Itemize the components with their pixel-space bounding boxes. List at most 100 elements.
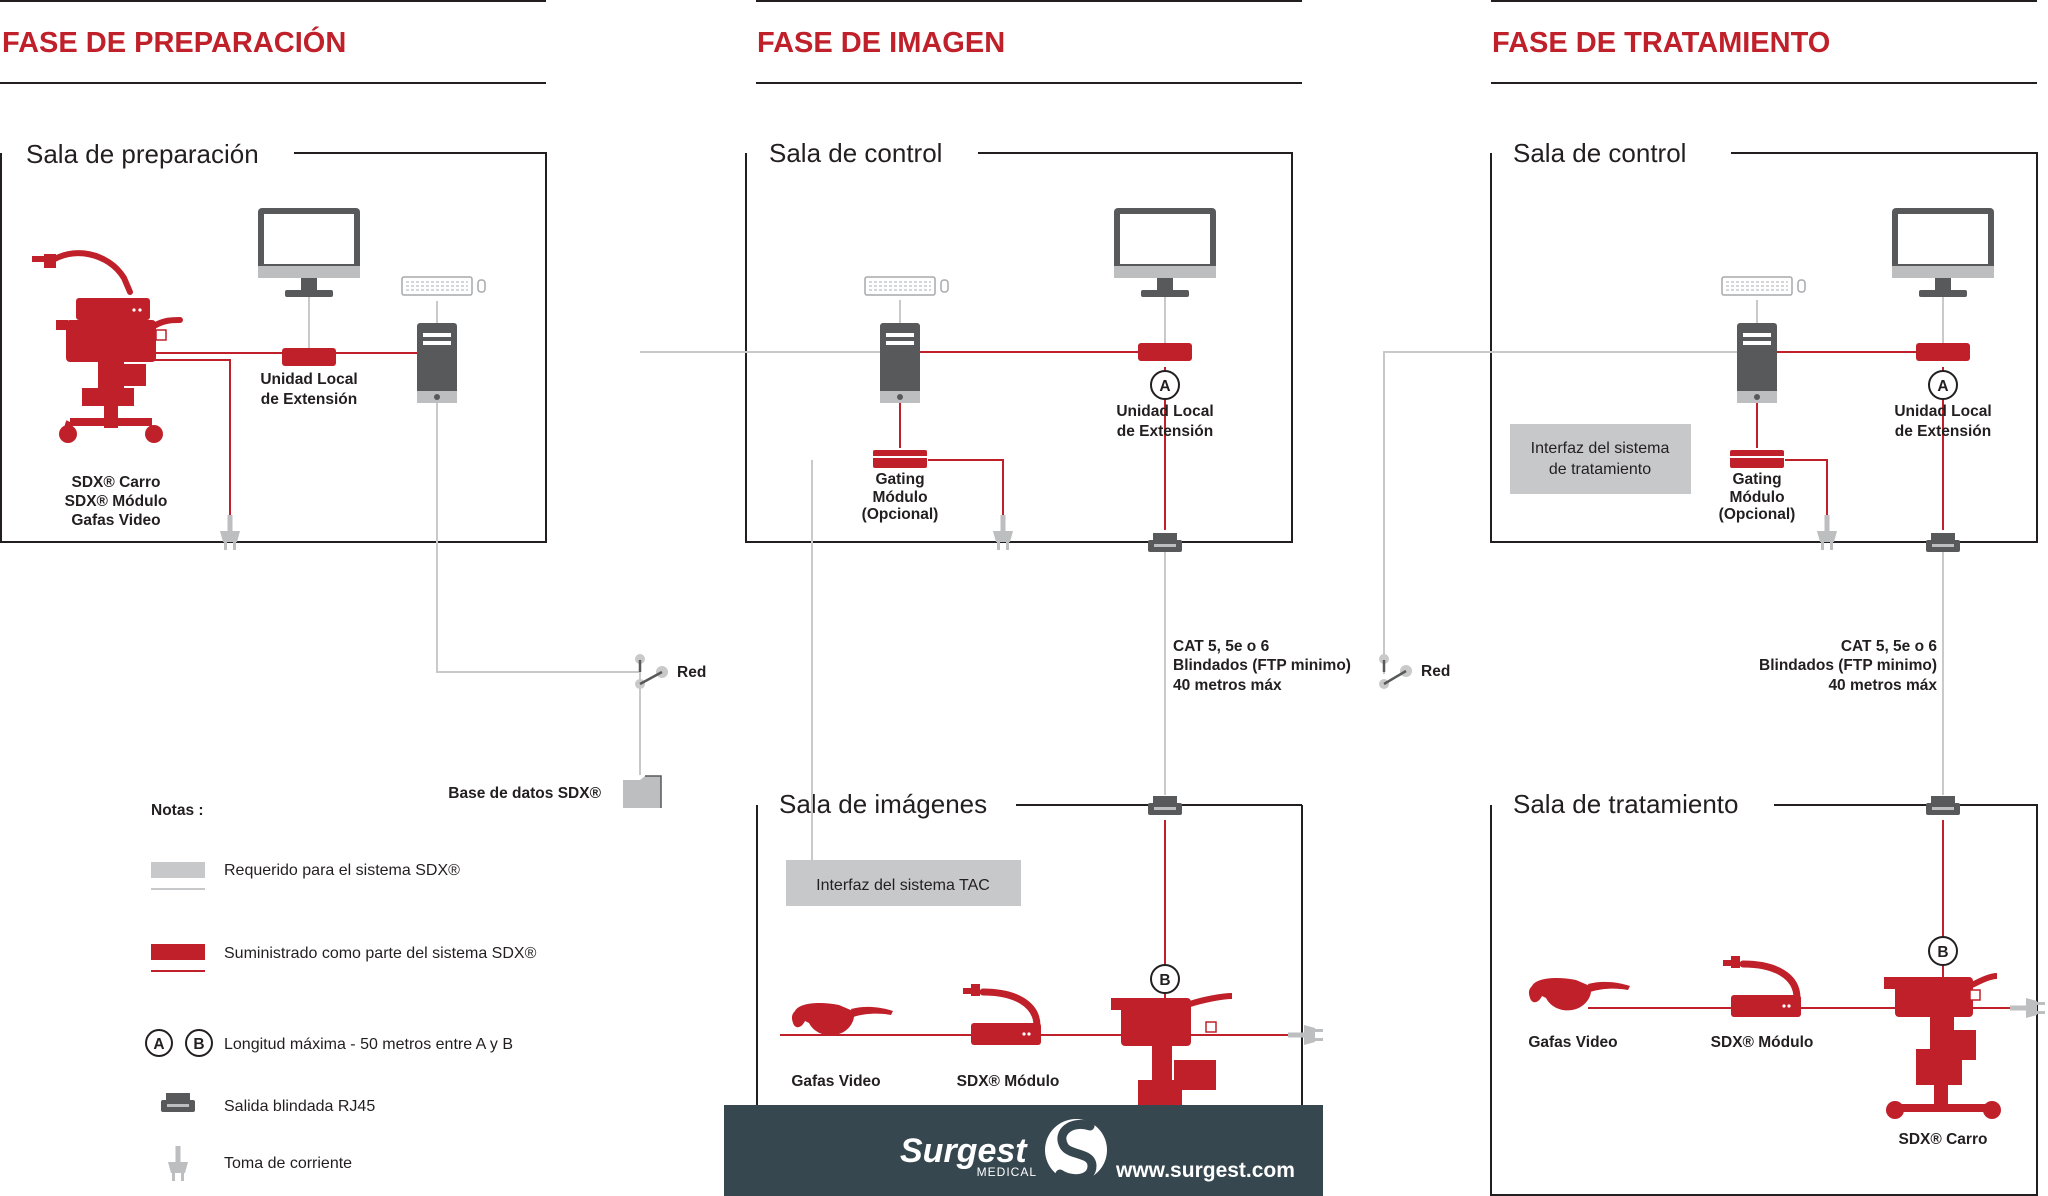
cable-spec-line3: 40 metros máx xyxy=(1828,677,1937,694)
svg-text:A: A xyxy=(1937,378,1948,395)
power-outlet-icon xyxy=(220,515,240,550)
video-glasses-label: Gafas Video xyxy=(1528,1034,1617,1051)
phase-header-preparation: FASE DE PREPARACIÓN xyxy=(0,0,546,84)
svg-text:B: B xyxy=(193,1036,204,1053)
marker-b-icon: B xyxy=(1150,964,1180,994)
legend-required-swatch xyxy=(151,862,205,878)
phase-header-treatment: FASE DE TRATAMIENTO xyxy=(1491,0,2037,84)
marker-a-icon: A xyxy=(1150,370,1180,400)
cable-spec-line1: CAT 5, 5e o 6 xyxy=(1841,638,1938,655)
computer-tower-icon xyxy=(417,323,457,403)
legend-marker-b-icon: B xyxy=(185,1029,213,1057)
database-label: Base de datos SDX® xyxy=(448,785,601,802)
sdx-cart-icon xyxy=(32,253,180,443)
room-title-imaging: Sala de imágenes xyxy=(779,789,987,819)
legend-max-length-label: Longitud máxima - 50 metros entre A y B xyxy=(224,1036,513,1053)
rj45-outlet-icon xyxy=(1926,796,1960,815)
tac-interface-box: Interfaz del sistema TAC xyxy=(786,860,1021,906)
svg-text:www.surgest.com: www.surgest.com xyxy=(1115,1159,1295,1182)
sdx-module-label: SDX® Módulo xyxy=(65,493,168,510)
sdx-module-label: SDX® Módulo xyxy=(957,1073,1060,1090)
gating-label-line1: Gating xyxy=(875,471,924,488)
sdx-cart-label: SDX® Carro xyxy=(72,474,161,491)
local-unit-label-line1: Unidad Local xyxy=(260,371,357,388)
sdx-cart-icon xyxy=(1111,993,1233,1106)
svg-text:B: B xyxy=(1937,944,1948,961)
rj45-outlet-icon xyxy=(1148,796,1182,815)
network-label: Red xyxy=(677,664,706,681)
phase-header-imaging: FASE DE IMAGEN xyxy=(756,0,1302,84)
marker-a-icon: A xyxy=(1928,370,1958,400)
power-outlet-icon xyxy=(2010,998,2045,1018)
local-unit-label-line2: de Extensión xyxy=(1895,423,1991,440)
room-title-control-imaging: Sala de control xyxy=(769,138,942,168)
legend-power-outlet-icon xyxy=(168,1146,188,1181)
cable-spec-line2: Blindados (FTP minimo) xyxy=(1173,657,1351,674)
video-glasses-label: Gafas Video xyxy=(791,1073,880,1090)
local-extension-unit-icon xyxy=(1138,343,1192,361)
keyboard-icon xyxy=(864,276,949,296)
sdx-module-icon xyxy=(963,984,1041,1045)
phase-title-preparation: FASE DE PREPARACIÓN xyxy=(2,25,346,59)
legend-power-label: Toma de corriente xyxy=(224,1155,352,1172)
local-extension-unit-icon xyxy=(1916,343,1970,361)
gating-label-line2: Módulo xyxy=(872,489,927,506)
room-title-control-treatment: Sala de control xyxy=(1513,138,1686,168)
legend-rj45-label: Salida blindada RJ45 xyxy=(224,1098,375,1115)
monitor-icon xyxy=(258,208,360,297)
network-node-icon-treatment xyxy=(1379,654,1412,689)
legend-marker-a-icon: A xyxy=(145,1029,173,1057)
cable-spec-line1: CAT 5, 5e o 6 xyxy=(1173,638,1270,655)
sdx-module-label: SDX® Módulo xyxy=(1711,1034,1814,1051)
keyboard-icon xyxy=(401,276,486,296)
local-unit-label-line2: de Extensión xyxy=(1117,423,1213,440)
treatment-interface-box: Interfaz del sistema de tratamiento xyxy=(1510,424,1691,494)
video-glasses-label: Gafas Video xyxy=(71,512,160,529)
legend-supplied-swatch xyxy=(151,944,205,960)
brand-name: Surgest xyxy=(900,1132,1028,1170)
computer-tower-icon xyxy=(880,323,920,403)
room-control-imaging: Sala de control xyxy=(745,138,1293,543)
treatment-interface-label-line2: de tratamiento xyxy=(1549,461,1651,478)
local-unit-label-line1: Unidad Local xyxy=(1116,403,1213,420)
brand-logo-icon xyxy=(1045,1119,1107,1184)
legend-rj45-icon xyxy=(161,1093,195,1112)
brand-subtitle: MEDICAL xyxy=(977,1165,1037,1179)
power-outlet-icon xyxy=(993,515,1013,550)
rj45-outlet-icon xyxy=(1148,533,1182,552)
svg-text:B: B xyxy=(1159,972,1170,989)
notes-title: Notas : xyxy=(151,802,204,819)
sdx-cart-icon xyxy=(1884,973,2001,1119)
gating-label-line3: (Opcional) xyxy=(862,506,939,523)
sdx-module-icon xyxy=(1723,956,1801,1017)
svg-text:A: A xyxy=(153,1036,164,1053)
gating-module-icon xyxy=(1730,450,1784,468)
network-label-treatment: Red xyxy=(1421,663,1450,680)
legend-required-label: Requerido para el sistema SDX® xyxy=(224,862,460,879)
room-control-treatment: Sala de control xyxy=(1490,138,2038,543)
legend-supplied-label: Suministrado como parte del sistema SDX® xyxy=(224,945,537,962)
treatment-interface-label-line1: Interfaz del sistema xyxy=(1531,440,1670,457)
gating-label-line1: Gating xyxy=(1732,471,1781,488)
computer-tower-icon xyxy=(1737,323,1777,403)
tac-interface-label: Interfaz del sistema TAC xyxy=(816,877,990,894)
cable-spec-line3: 40 metros máx xyxy=(1173,677,1282,694)
monitor-icon xyxy=(1892,208,1994,297)
local-extension-unit-icon xyxy=(282,348,336,366)
required-connections xyxy=(308,292,1944,860)
website-link[interactable]: www.surgest.com xyxy=(1115,1159,1295,1182)
sdx-cart-label: SDX® Carro xyxy=(1899,1131,1988,1148)
power-outlet-icon xyxy=(1288,1025,1323,1045)
database-icon xyxy=(623,775,662,808)
rj45-outlet-icon xyxy=(1926,533,1960,552)
room-imaging: Sala de imágenes xyxy=(756,789,1303,1106)
local-unit-label-line2: de Extensión xyxy=(261,391,357,408)
svg-text:A: A xyxy=(1159,378,1170,395)
keyboard-icon xyxy=(1721,276,1806,296)
marker-b-icon: B xyxy=(1928,936,1958,966)
power-outlet-icon xyxy=(1817,515,1837,550)
gating-label-line2: Módulo xyxy=(1729,489,1784,506)
gating-label-line3: (Opcional) xyxy=(1719,506,1796,523)
monitor-icon xyxy=(1114,208,1216,297)
room-title-prep: Sala de preparación xyxy=(26,139,259,169)
